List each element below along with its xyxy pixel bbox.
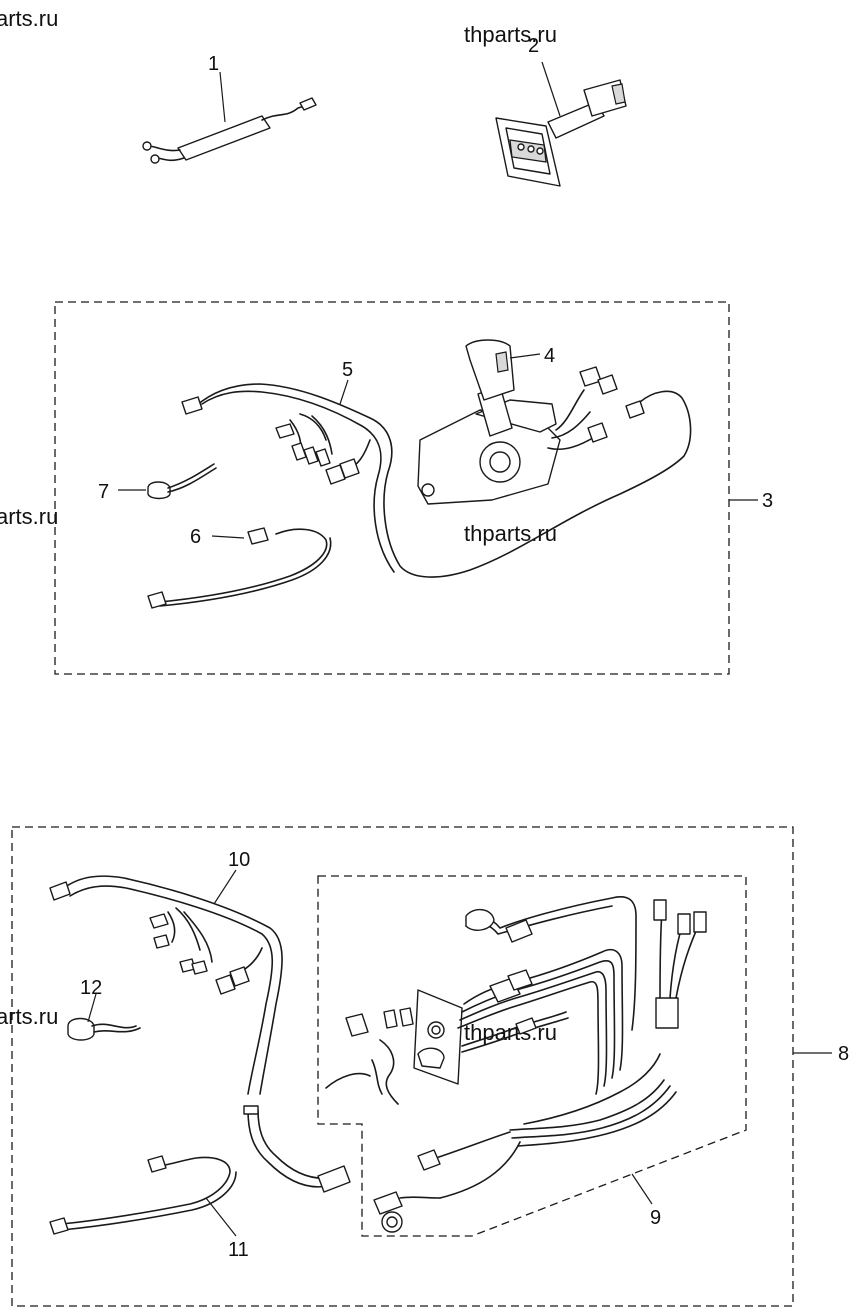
callout-11: 11 — [228, 1239, 249, 1261]
watermark: arts.ru — [0, 1004, 58, 1029]
kit-8-boundary — [11, 826, 794, 1307]
watermark: arts.ru — [0, 504, 58, 529]
callout-5: 5 — [342, 359, 353, 381]
callout-4: 4 — [544, 345, 555, 367]
part-4-remote-control-box — [417, 339, 618, 505]
part-6-lead — [147, 527, 332, 609]
callout-8: 8 — [838, 1043, 849, 1065]
callout-7: 7 — [98, 481, 109, 503]
callout-10: 10 — [228, 849, 250, 871]
callout-12: 12 — [80, 977, 102, 999]
callout-1: 1 — [208, 53, 219, 75]
watermark: arts.ru — [0, 6, 58, 31]
extension-lead — [243, 1105, 351, 1193]
part-11-lead — [49, 1155, 237, 1237]
leader-9 — [631, 1173, 653, 1205]
part-2-panel-switch — [495, 61, 627, 187]
callout-9: 9 — [650, 1207, 661, 1229]
callout-2: 2 — [528, 35, 539, 57]
kit-9-boundary — [317, 875, 747, 1237]
watermark: thparts.ru — [464, 22, 557, 47]
watermark: thparts.ru — [464, 521, 557, 546]
part-5-harness — [181, 379, 692, 578]
callout-6: 6 — [190, 526, 201, 548]
callout-3: 3 — [762, 490, 773, 512]
part-12-plug-lead — [67, 993, 141, 1041]
part-1-wire-lead — [142, 71, 317, 164]
part-10-harness — [49, 869, 283, 1095]
kit-3-boundary — [54, 301, 730, 675]
part-9-panel-harness — [325, 896, 707, 1233]
part-7-plug-lead — [118, 463, 217, 500]
